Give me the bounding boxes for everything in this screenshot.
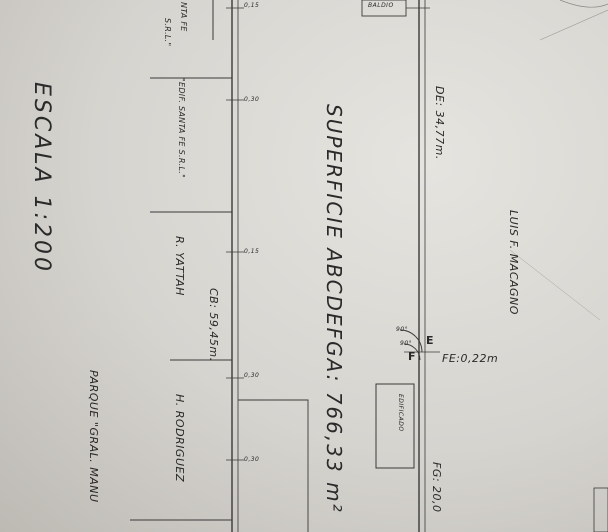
surface-label: SUPERFICIE ABCDEFGA: 766,33 m² — [322, 104, 346, 514]
parque-label: PARQUE "GRAL. MANU — [87, 370, 100, 503]
side-fg-label: FG: 20,0 — [430, 462, 443, 513]
edificado-label: EDIFICADO — [397, 394, 404, 432]
santa-fe-cut-label: NTA FE — [179, 2, 188, 32]
lower-lot-outline — [238, 399, 309, 532]
dim-label-2: 0,30 — [244, 96, 260, 103]
vertex-f-label: F — [408, 350, 417, 363]
vertex-e-label: E — [426, 334, 435, 347]
dim-label-3: 0,15 — [244, 248, 260, 255]
owner-rodriguez-label: H. RODRIGUEZ — [173, 394, 186, 482]
side-cb-label: CB: 59,45m. — [207, 288, 220, 362]
angle-arc-f — [403, 343, 421, 361]
angle-label-1: 90° — [396, 326, 409, 333]
owner-macagno-label: LUIS F. MACAGNO — [507, 210, 520, 315]
owner-yattah-label: R. YATTAH — [173, 236, 186, 296]
edif-santa-fe-label: "EDIF. SANTA FE S.R.L." — [177, 78, 186, 179]
pencil-mark-2 — [509, 249, 601, 321]
edificado-box — [375, 383, 415, 469]
dim-label-4: 0,30 — [244, 372, 260, 379]
fe-label: FE:0,22m — [442, 352, 499, 365]
srl-cut-label: S.R.L." — [163, 18, 172, 47]
corner-mark — [559, 0, 608, 8]
angle-label-2: 90° — [400, 340, 413, 347]
baldio-label: BALDIO — [368, 2, 394, 9]
scale-label: ESCALA 1:200 — [29, 82, 54, 274]
dim-label-5: 0,30 — [244, 456, 260, 463]
angle-arc-e — [399, 329, 423, 353]
corner-box — [593, 487, 608, 532]
pencil-mark-1 — [539, 9, 608, 41]
dim-label-1: 0,15 — [244, 2, 260, 9]
side-de-label: DE: 34,77m. — [433, 86, 446, 160]
